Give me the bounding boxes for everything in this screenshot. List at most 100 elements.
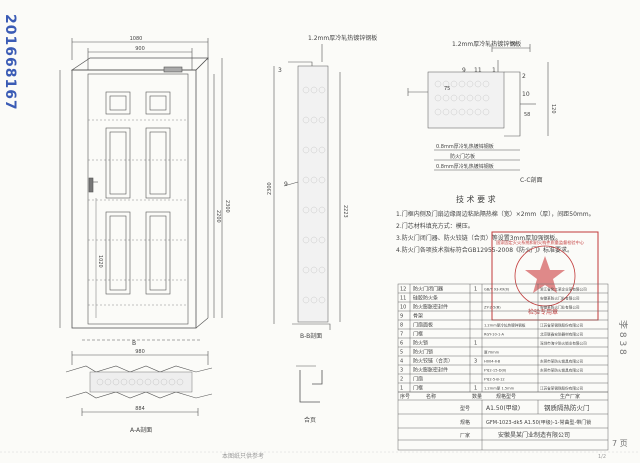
- cc-dim-120: 120: [550, 104, 556, 114]
- cc-dim-75: 75: [444, 86, 450, 92]
- tb-row-name: 防火门锁: [413, 349, 433, 356]
- tb-row-no: 7: [400, 332, 403, 338]
- tb-row-no: 11: [400, 296, 406, 302]
- tb-row-no: 4: [400, 359, 403, 365]
- tb-row-name: 门框: [413, 331, 423, 338]
- tech-req-item: 1.门框内侧及门扇边缘周边粘贴隔热棉（宽）×2mm（厚），间距50mm。: [396, 210, 595, 218]
- tb-row-qty: 1: [474, 287, 477, 293]
- cc-label-11: 11: [474, 67, 482, 74]
- hinge-title: 合页: [304, 416, 316, 424]
- cc-callout-fire-fill: 防火门芯板: [450, 153, 475, 160]
- cc-callout-frame-steel: 0.8mm厚冷轧热镀锌钢板: [436, 143, 494, 150]
- cc-dim-70: 70: [510, 42, 516, 48]
- tb-row-qty: 1: [474, 386, 477, 392]
- tb-header-spec: 规格型号: [496, 393, 516, 400]
- bb-label-9: 9: [284, 181, 288, 188]
- cc-label-10: 10: [522, 91, 530, 98]
- tb-row-no: 2: [400, 377, 403, 383]
- dim-front-mid-height: 2200: [215, 210, 221, 223]
- dim-bb-outer: 2300: [267, 182, 273, 195]
- tb-row-spec: GB/T 93-XX(Ⅱ): [484, 288, 510, 292]
- tb-row-note: 安徽某防火门业有限公司: [540, 296, 580, 301]
- tb-row-no: 9: [400, 314, 403, 320]
- tb-row-qty: 3: [474, 359, 477, 365]
- cc-label-9: 9: [462, 67, 466, 74]
- tb-header-note: 生产厂家: [560, 393, 580, 400]
- tb-row-name: 门扇: [413, 376, 423, 383]
- tb-row-no: 1: [400, 386, 403, 392]
- tb-row-no: 8: [400, 323, 403, 329]
- tb-row-note: 北京联鑫安防器材有限公司: [540, 332, 584, 337]
- tb-row-name: 防火膨胀密封件: [413, 367, 448, 374]
- tb-row-note: 江苏省某钢铁股份有限公司: [540, 323, 584, 328]
- margin-note-pagenum: 1/2: [598, 454, 606, 460]
- tb-row-no: 3: [400, 368, 403, 374]
- bb-section-title: B-B剖面: [300, 332, 322, 340]
- tb-factory-label: 厂家: [460, 432, 470, 439]
- tb-row-no: 12: [400, 287, 406, 293]
- serial-number: 201668167: [2, 14, 18, 111]
- cc-label-1: 1: [492, 67, 496, 74]
- tb-row-qty: 1: [474, 341, 477, 347]
- dim-front-outer-width: 1080: [130, 36, 143, 42]
- tb-row-note: 东莞市某防火锁具有限公司: [540, 368, 584, 373]
- serial-number-strip: 201668167: [2, 14, 18, 111]
- bb-label-3: 3: [278, 67, 282, 74]
- stamp-text: 国家固定灭火系统和耐火构件质量监督检验中心: [496, 239, 585, 246]
- dim-front-left: 1020: [97, 255, 103, 268]
- tb-header-name: 名称: [426, 393, 436, 400]
- tb-row-name: 防火锁: [413, 340, 428, 347]
- tech-req-title: 技 术 要 求: [456, 194, 496, 204]
- tb-row-spec: 厚70mm: [484, 350, 500, 355]
- dim-aa-top: 980: [135, 349, 145, 355]
- tb-row-name: 防火门闭门器: [413, 286, 443, 293]
- tech-req-item: 4.防火门各项技术指标符合GB12955-2008《防火门》标准要求。: [396, 246, 573, 254]
- tb-row-note: 江苏省某钢铁股份有限公司: [540, 386, 584, 391]
- tb-model-value: A1.50(甲级): [486, 404, 520, 412]
- front-elevation: [59, 38, 223, 341]
- callout-top-steel: 1.2mm厚冷轧热镀锌钢板: [308, 34, 377, 42]
- tb-row-note: 深圳市海宁防火锁业有限公司: [540, 341, 587, 346]
- dim-bb-inner: 2223: [342, 205, 348, 218]
- tb-row-note: 浙江省化工某企业某有限公司: [540, 287, 587, 292]
- margin-note-page: 7 页: [612, 439, 628, 448]
- tb-spec-value: GFM-1023-dk5 A1.50(甲级)-1-常曲型-带门锁: [486, 419, 591, 426]
- tb-header-no: 序号: [400, 393, 410, 400]
- margin-note-right: 李 8 3 8: [617, 320, 629, 355]
- aa-section-title: A-A剖面: [130, 426, 152, 434]
- cc-dim-58: 58: [524, 112, 530, 118]
- tb-row-note: 安徽某防火门业有限公司: [540, 305, 580, 310]
- tb-header-qty: 数量: [472, 393, 482, 400]
- margin-note-handwriting: 本图纸只供参考: [222, 452, 264, 460]
- dim-front-outer-height: 2300: [224, 200, 230, 213]
- cc-label-2: 2: [522, 73, 526, 80]
- tech-req-item: 3.防火门闭门器、防火铰链（合页）等设置3mm厚加强钢板。: [396, 234, 561, 242]
- tb-row-name: 门框: [413, 385, 423, 392]
- tb-row-name: 门扇面板: [413, 322, 433, 329]
- dim-aa-bottom: 884: [135, 406, 145, 412]
- dim-front-inner-width: 900: [135, 46, 145, 52]
- tb-row-no: 6: [400, 341, 403, 347]
- tb-model-label: 型号: [460, 405, 470, 412]
- tb-row-name: 防火膨胀密封件: [413, 304, 448, 311]
- tb-factory-value: 安徽昊某门业制造有限公司: [498, 431, 570, 439]
- cc-section-title: C-C剖面: [520, 176, 543, 184]
- tb-row-spec: FYJ2-15-D(Ⅱ): [484, 369, 507, 373]
- tb-row-spec: 1.2mm厚 1.5mm: [484, 386, 515, 391]
- front-section-mark: B: [132, 340, 136, 347]
- tb-product-name: 钢质隔热防火门: [544, 403, 590, 412]
- tb-row-name: 硅胶防火条: [413, 295, 438, 302]
- tb-row-name: 骨架: [413, 314, 423, 320]
- tb-row-spec: RGY-10-1-A: [484, 333, 505, 337]
- hinge-detail: [296, 365, 323, 403]
- title-block: [397, 283, 609, 451]
- tb-row-name: 防火铰链（合页）: [413, 358, 453, 365]
- tb-row-no: 5: [400, 350, 403, 356]
- tb-row-no: 10: [400, 305, 406, 311]
- bb-section: [273, 44, 341, 330]
- tb-row-spec: H004-Ⅱ-B: [484, 360, 501, 364]
- tech-req-item: 2.门芯材料填充方式：模压。: [396, 222, 474, 230]
